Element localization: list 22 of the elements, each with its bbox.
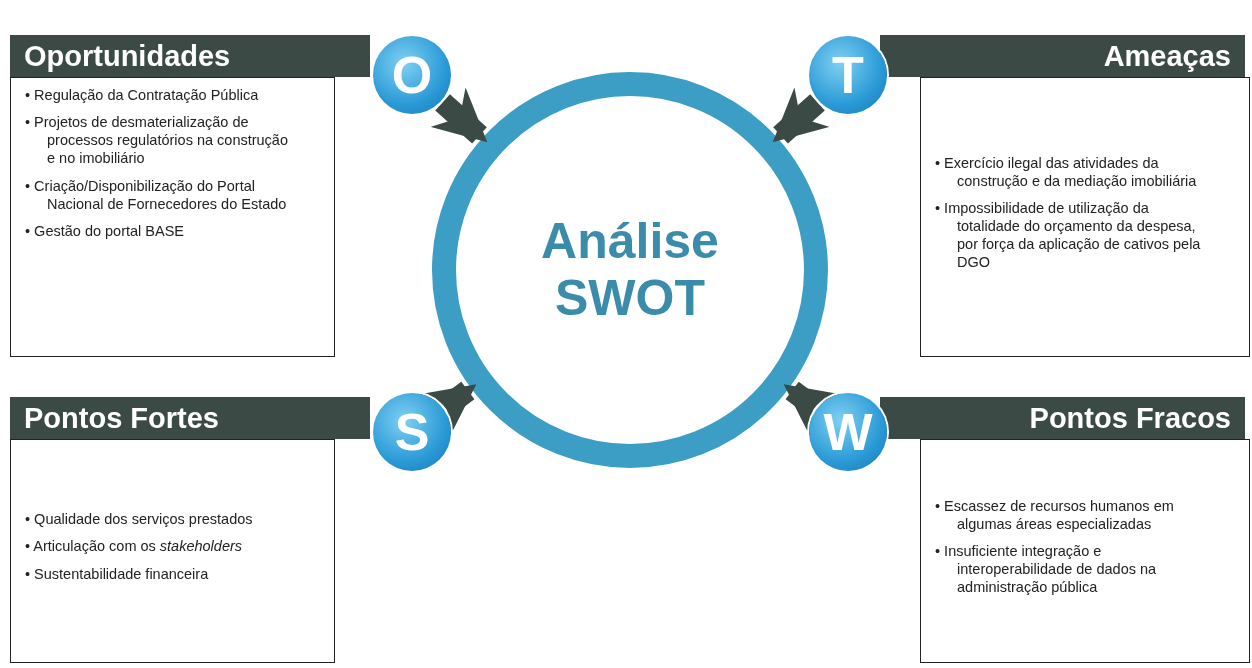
bullet-item: • Articulação com os stakeholders [25,537,244,556]
section-header: Pontos Fortes [10,397,370,439]
letter-circle: W [809,393,887,471]
bullet-item: • Escassez de recursos humanos em algumas áreas especializadas [935,496,1175,533]
bullet-item: • Exercício ilegal das atividades da construção e da mediação imobiliária [935,153,1198,190]
bullet-item: • Gestão do portal BASE [25,221,186,240]
letter-circle: S [373,393,451,471]
bullet-item: • Projetos de desmaterialização de processos regulatórios na construção e no imobiliário [25,113,289,168]
bullet-item: • Qualidade dos serviços prestados [25,510,254,529]
section-header: Pontos Fracos [880,397,1245,439]
section-header: Oportunidades [10,35,370,77]
letter-circle: O [373,36,451,114]
bullet-item: • Sustentabilidade financeira [25,564,210,583]
center-title: Análise SWOT [540,212,720,328]
bullet-item: • Insuficiente integração e interoperabilidade de dados na administração pública [935,541,1158,597]
section-header: Ameaças [880,35,1245,77]
chevron-arrow [772,87,830,144]
bullet-item: • Criação/Disponibilização do Portal Nacional de Fornecedores do Estado [25,176,288,213]
bullet-item: • Regulação da Contratação Pública [25,86,260,105]
bullet-item: • Impossibilidade de utilização da totalidade do orçamento da despesa, por força da aplicação de cativos pela DGO [935,198,1202,272]
chevron-arrow [430,87,488,144]
letter-circle: T [809,36,887,114]
